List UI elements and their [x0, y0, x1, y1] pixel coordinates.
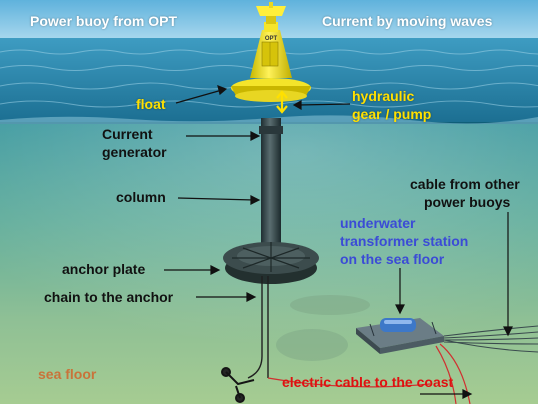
label-float: float: [136, 96, 166, 112]
pointer-arrows: [164, 85, 513, 399]
label-sea-floor: sea floor: [38, 366, 97, 382]
label-current-generator-2: generator: [102, 144, 167, 160]
label-transformer-2: transformer station: [340, 233, 469, 249]
label-hydraulic-1: hydraulic: [352, 88, 415, 104]
current-generator: [259, 126, 283, 134]
power-buoy: OPT: [231, 2, 311, 102]
label-cable-other-2: power buoys: [424, 194, 511, 210]
electric-cable: [267, 343, 471, 404]
buoy-shadow: [290, 295, 370, 315]
column: [261, 118, 281, 252]
label-electric-cable: electric cable to the coast: [282, 374, 454, 390]
label-column: column: [116, 189, 166, 205]
title-current-by-waves: Current by moving waves: [322, 13, 493, 29]
label-transformer-3: on the sea floor: [340, 251, 445, 267]
buoy-logo-text: OPT: [265, 36, 278, 42]
cables-other-buoys: [443, 325, 538, 353]
anchor: [221, 367, 255, 403]
label-cable-other-1: cable from other: [410, 176, 520, 192]
anchor-plate: [223, 242, 319, 284]
label-anchor-plate: anchor plate: [62, 261, 146, 277]
label-transformer-1: underwater: [340, 215, 416, 231]
hydraulic-arrow: [276, 90, 288, 114]
title-power-buoy: Power buoy from OPT: [30, 13, 178, 29]
label-current-generator-1: Current: [102, 126, 153, 142]
label-chain: chain to the anchor: [44, 289, 174, 305]
transformer-station: [356, 318, 444, 354]
label-hydraulic-2: gear / pump: [352, 106, 432, 122]
anchor-chain: [247, 276, 269, 379]
